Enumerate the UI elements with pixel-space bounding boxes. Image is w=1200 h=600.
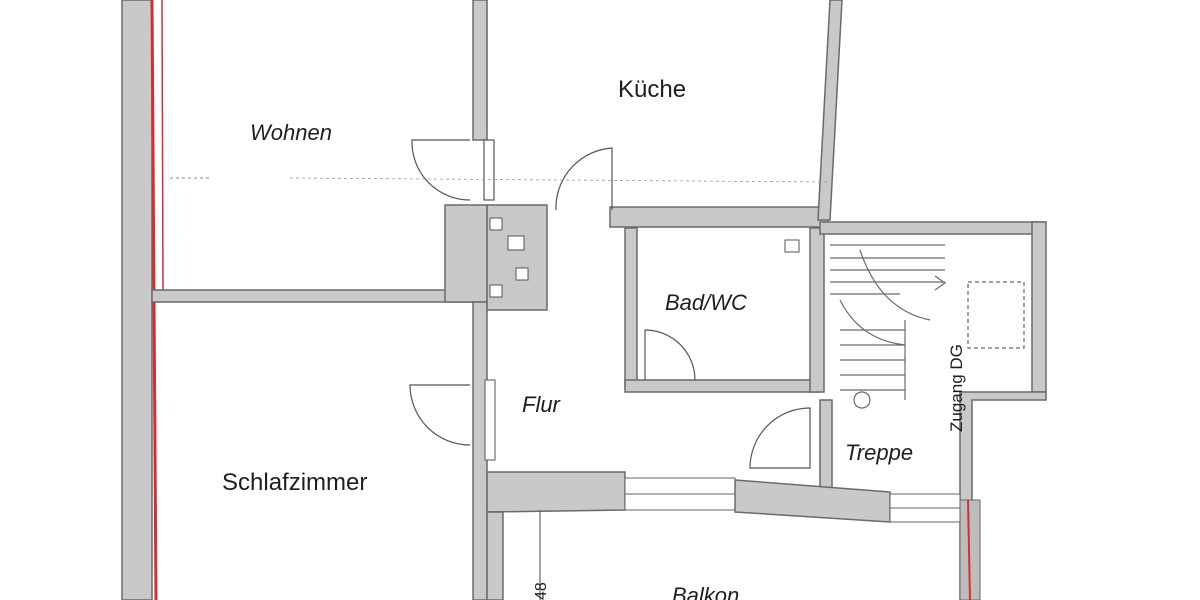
stair-block [819,221,1047,600]
bottom-wall [486,471,961,600]
bad-wc-walls [624,227,825,393]
door-bad [644,329,696,381]
door-treppe [749,407,811,469]
door-schlafzimmer [409,384,471,446]
central-core [486,204,548,311]
wall-wohnen-right-lower [444,204,488,303]
label-bad-wc: Bad/WC [665,290,747,315]
left-outer-wall [121,0,164,600]
label-flur: Flur [522,392,562,417]
dimension-label: 48 [533,582,550,600]
wall-kueche-bottom [609,206,829,228]
label-schlafzimmer: Schlafzimmer [222,469,367,496]
label-balkon: Balkon [672,583,739,600]
wall-wohnen-right [472,0,488,141]
label-zugang-dg: Zugang DG [947,344,966,432]
wall-kueche-right [817,0,843,221]
label-treppe: Treppe [845,440,913,465]
door-wohnen [411,139,495,201]
label-wohnen: Wohnen [250,120,332,145]
door-kueche [555,147,613,210]
label-kueche: Küche [618,76,686,103]
wall-wohnen-schlafzimmer [151,289,488,303]
